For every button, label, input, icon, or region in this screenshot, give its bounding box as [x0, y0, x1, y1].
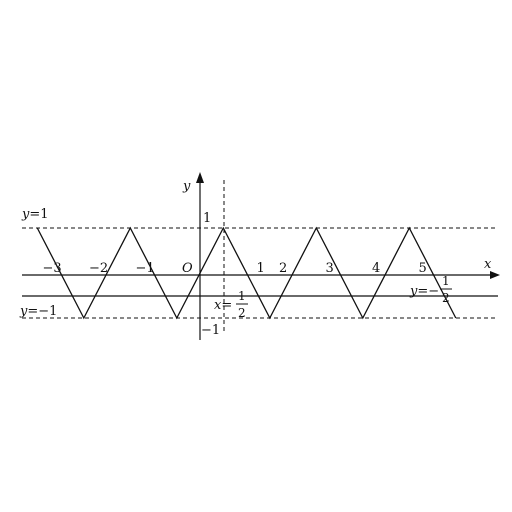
- y-axis-arrow: [196, 172, 204, 183]
- label-y-equals-1: y=1: [21, 207, 49, 222]
- label-x-equals-half: x=: [214, 298, 232, 313]
- x-tick-label: 1: [257, 261, 265, 276]
- x-tick-label: −2: [89, 261, 108, 276]
- y-tick-1: 1: [203, 211, 211, 226]
- x-tick-label: −3: [43, 261, 62, 276]
- label-y-equals-minus-1: y=−1: [19, 304, 57, 319]
- x-axis-label: x: [484, 257, 492, 272]
- vline-fraction-numerator: 1: [238, 289, 246, 303]
- triangle-wave-curve: [36, 226, 457, 320]
- half-fraction-numerator: 1: [442, 274, 450, 288]
- vline-fraction-denominator: 2: [238, 306, 246, 320]
- x-axis-arrow: [490, 271, 500, 279]
- label-y-equals-minus-half: y=−: [409, 284, 439, 299]
- y-tick-minus-1: −1: [201, 323, 220, 338]
- origin-label: O: [182, 261, 193, 276]
- x-tick-label: 5: [419, 261, 427, 276]
- x-tick-label: 2: [279, 261, 287, 276]
- x-tick-label: −1: [136, 261, 155, 276]
- y-axis-label: y: [182, 179, 191, 194]
- x-tick-label: 4: [372, 261, 380, 276]
- x-tick-label: 3: [326, 261, 334, 276]
- half-fraction-denominator: 2: [442, 291, 450, 305]
